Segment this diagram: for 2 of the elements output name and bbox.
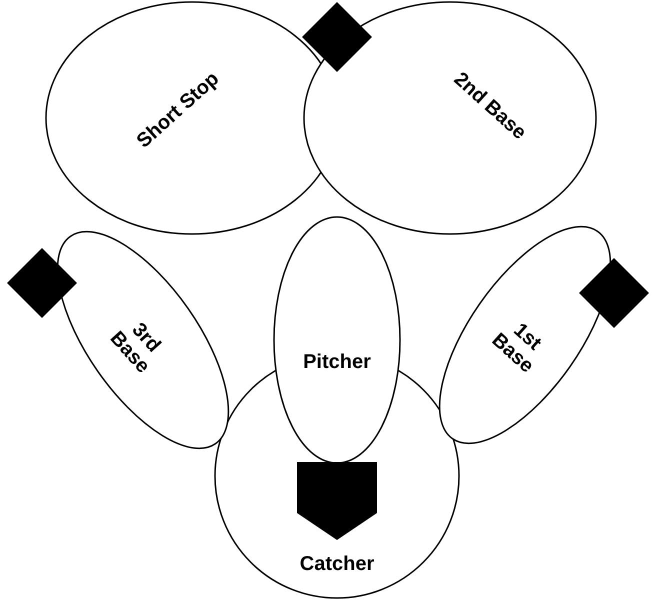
position-label: Catcher xyxy=(277,553,397,575)
position-label: Pitcher xyxy=(282,351,392,373)
